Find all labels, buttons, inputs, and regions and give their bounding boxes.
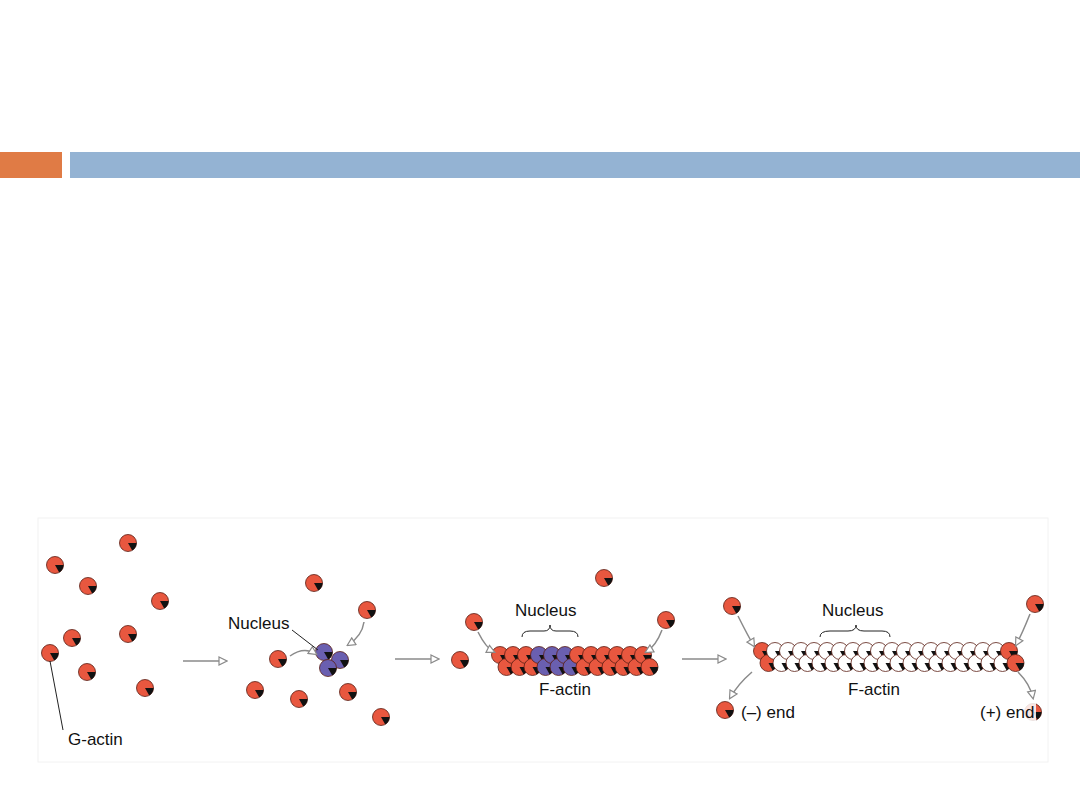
- actin-monomer: [316, 644, 333, 661]
- arrows: [183, 614, 1033, 698]
- end-label: (+) end: [978, 703, 1036, 722]
- part-label: Nucleus: [513, 601, 578, 620]
- part-label: Nucleus: [226, 614, 291, 633]
- figure-ground: [38, 518, 1048, 762]
- actin-monomer: [291, 691, 308, 708]
- actin-monomer: [658, 612, 675, 629]
- actin-monomer: [47, 557, 64, 574]
- actin-monomer: [359, 602, 376, 619]
- actin-monomer: [306, 575, 323, 592]
- header-bar: [70, 152, 1080, 178]
- actin-monomer: [724, 598, 741, 615]
- part-label: F-actin: [846, 680, 902, 699]
- leader-lines: [50, 625, 890, 730]
- molecule-label: G-actin: [66, 730, 125, 749]
- part-label: F-actin: [537, 680, 593, 699]
- brace: [820, 625, 890, 637]
- actin-monomer: [270, 651, 287, 668]
- actin-monomer: [1007, 655, 1024, 672]
- actin-monomer: [320, 660, 337, 677]
- actin-monomer: [373, 709, 390, 726]
- actin-monomer: [466, 614, 483, 631]
- actin-monomer: [641, 659, 658, 676]
- actin-monomer: [717, 702, 734, 719]
- monomers: [42, 535, 1044, 726]
- brace: [522, 625, 578, 637]
- actin-monomer: [120, 535, 137, 552]
- actin-monomer: [247, 682, 264, 699]
- actin-monomer: [80, 578, 97, 595]
- actin-monomer: [340, 684, 357, 701]
- actin-monomer: [152, 593, 169, 610]
- actin-monomer: [1027, 596, 1044, 613]
- end-label: (–) end: [739, 703, 797, 722]
- actin-monomer: [137, 680, 154, 697]
- actin-monomer: [452, 652, 469, 669]
- actin-monomer: [79, 664, 96, 681]
- actin-monomer: [64, 630, 81, 647]
- actin-monomer: [120, 626, 137, 643]
- actin-monomer: [42, 645, 59, 662]
- accent-bar: [0, 152, 62, 178]
- actin-monomer: [596, 570, 613, 587]
- part-label: Nucleus: [820, 601, 885, 620]
